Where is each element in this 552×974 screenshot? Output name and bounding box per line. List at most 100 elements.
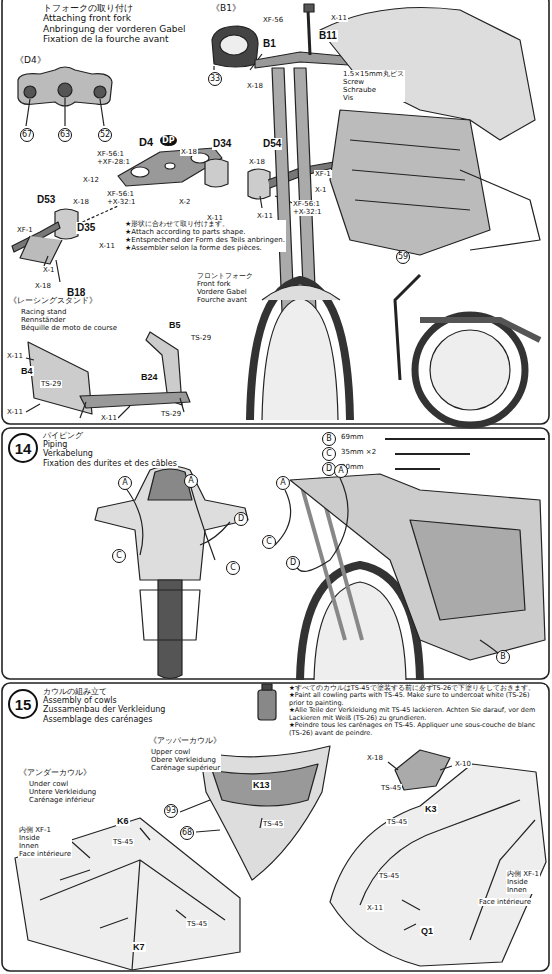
label-text: Zussamenbau der Verkleidung — [42, 705, 166, 714]
label-text: 内側 XF-1 — [18, 826, 72, 834]
label-text: 1.5×15mm丸ビス — [342, 70, 405, 78]
label-text: Fixation des durites et des câbles — [42, 459, 178, 468]
part-name: D34 — [212, 138, 232, 150]
label-text: Assembly of cowls — [42, 696, 166, 705]
label-text: X-11 — [98, 242, 116, 250]
part-name: K3 — [424, 804, 438, 814]
label-text: DP — [160, 135, 177, 146]
label-text: Racing stand — [20, 308, 118, 316]
text-group: 内側 XF-1InsideInnen — [506, 870, 540, 894]
callout-number: 63 — [58, 128, 72, 142]
label-text: X-1 — [314, 186, 327, 194]
part-name: D35 — [76, 222, 96, 234]
callout-number: C — [322, 447, 336, 461]
label-text: Face intérieure — [478, 898, 532, 906]
label-text: Anbringung der vorderen Gabel — [42, 24, 186, 34]
label-text: XF-56:1 — [96, 150, 131, 158]
label-text: X-18 — [366, 754, 384, 762]
part-name: K6 — [116, 816, 130, 826]
text-group: 内側 XF-1InsideInnenFace intérieure — [18, 826, 72, 858]
step-number-text: 14 — [15, 440, 32, 457]
callout-number: C — [112, 549, 126, 563]
label-text: Verkabelung — [42, 449, 178, 458]
label-text: ★Peindre tous les carénages en TS-45. Ap… — [288, 722, 546, 737]
part-name: Q1 — [420, 926, 434, 936]
label-text: TS-45 — [186, 920, 208, 928]
label-text: 69mm — [340, 433, 365, 441]
label-text: Vordere Gabel — [196, 288, 254, 296]
label-text: Assemblage des carénages — [42, 715, 166, 724]
label-text: X-10 — [454, 760, 472, 768]
callout-number: 52 — [98, 128, 112, 142]
label-text: X-11 — [330, 14, 348, 22]
label-text: Under cowl — [28, 780, 97, 788]
part-name: K7 — [132, 942, 146, 952]
label-text: ★Assembler selon la forme des pièces. — [124, 244, 286, 252]
callout-number: C — [262, 535, 276, 549]
text-group: ★形状に合わせて取り付けます。★Attach according to part… — [124, 220, 286, 252]
text-group: Upper cowlObere VerkleidungCarénage supé… — [150, 748, 221, 772]
label-text: X-11 — [100, 414, 118, 422]
text-group: カウルの組み立てAssembly of cowlsZussamenbau der… — [42, 687, 166, 724]
label-text: X-11 — [6, 352, 24, 360]
label-text: XF-56 — [262, 16, 284, 24]
label-text: XF-56:1 — [292, 200, 323, 208]
label-text: X-18 — [248, 158, 266, 166]
label-text: +X-32:1 — [292, 208, 323, 216]
label-text: X-11 — [6, 408, 24, 416]
text-group: トフォークの取り付けAttaching front forkAnbringung… — [42, 3, 186, 44]
label-text: TS-29 — [40, 380, 62, 388]
label-text: ★すべてのカウルはTS-45で塗装する前に必ずTS-26で下塗りをしておきます。 — [288, 685, 546, 692]
text-group: XF-56:1+X-32:1 — [106, 190, 137, 206]
text-group: 1.5×15mm丸ビスScrewSchraubeVis — [342, 70, 405, 102]
label-text: Carénage inférieur — [28, 796, 97, 804]
step-number-text: 15 — [15, 696, 32, 713]
label-text: XF-1 — [16, 226, 34, 234]
label-text: ★Alle Teile der Verkleidung mit TS-45 la… — [288, 707, 546, 722]
callout-number: C — [226, 561, 240, 575]
callout-number: D — [286, 556, 300, 570]
label-text: Inside — [506, 878, 540, 886]
label-text: トフォークの取り付け — [42, 3, 186, 13]
callout-number: 68 — [180, 826, 194, 840]
part-name: D54 — [262, 138, 282, 150]
label-text: ★形状に合わせて取り付けます。 — [124, 220, 286, 228]
label-text: Inside — [18, 834, 72, 842]
label-text: X-1 — [42, 266, 55, 274]
part-name: D53 — [36, 194, 56, 206]
label-text: XF-56:1 — [106, 190, 137, 198]
callout-number: B — [496, 650, 510, 664]
label-text: 《D4》 — [14, 55, 47, 65]
label-text: 《アンダーカウル》 — [18, 768, 92, 777]
text-group: Under cowlUntere VerkleidungCarénage inf… — [28, 780, 97, 804]
label-text: Innen — [18, 842, 72, 850]
callout-number: 93 — [164, 804, 178, 818]
label-text: 内側 XF-1 — [506, 870, 540, 878]
label-text: X-18 — [72, 198, 90, 206]
label-text: X-11 — [256, 212, 274, 220]
label-text: Schraube — [342, 86, 405, 94]
callout-number: 33 — [208, 72, 222, 86]
label-text: +X-32:1 — [106, 198, 137, 206]
label-text: TS-45 — [378, 872, 400, 880]
label-text: TS-45 — [380, 784, 402, 792]
callout-number: B — [322, 432, 336, 446]
callout-number: D — [234, 512, 248, 526]
label-text: 《レーシングスタンド》 — [8, 296, 98, 305]
label-text: Upper cowl — [150, 748, 221, 756]
label-text: X-18 — [246, 82, 264, 90]
part-name: B11 — [318, 30, 338, 42]
text-group: XF-56:1+X-32:1 — [292, 200, 323, 216]
step-number: 14 — [8, 433, 38, 463]
label-text: TS-29 — [190, 334, 212, 342]
label-text: Carénage supérieur — [150, 764, 221, 772]
label-text: 《アッパーカウル》 — [148, 736, 222, 745]
label-text: カウルの組み立て — [42, 687, 166, 696]
label-text: XF-1 — [314, 170, 332, 178]
text-group: ★すべてのカウルはTS-45で塗装する前に必ずTS-26で下塗りをしておきます。… — [288, 685, 546, 737]
label-text: ★Entsprechend der Form des Teils anbring… — [124, 236, 286, 244]
text-group: XF-56:1+XF-28:1 — [96, 150, 131, 166]
part-name: B4 — [20, 366, 34, 376]
label-text: +XF-28:1 — [96, 158, 131, 166]
